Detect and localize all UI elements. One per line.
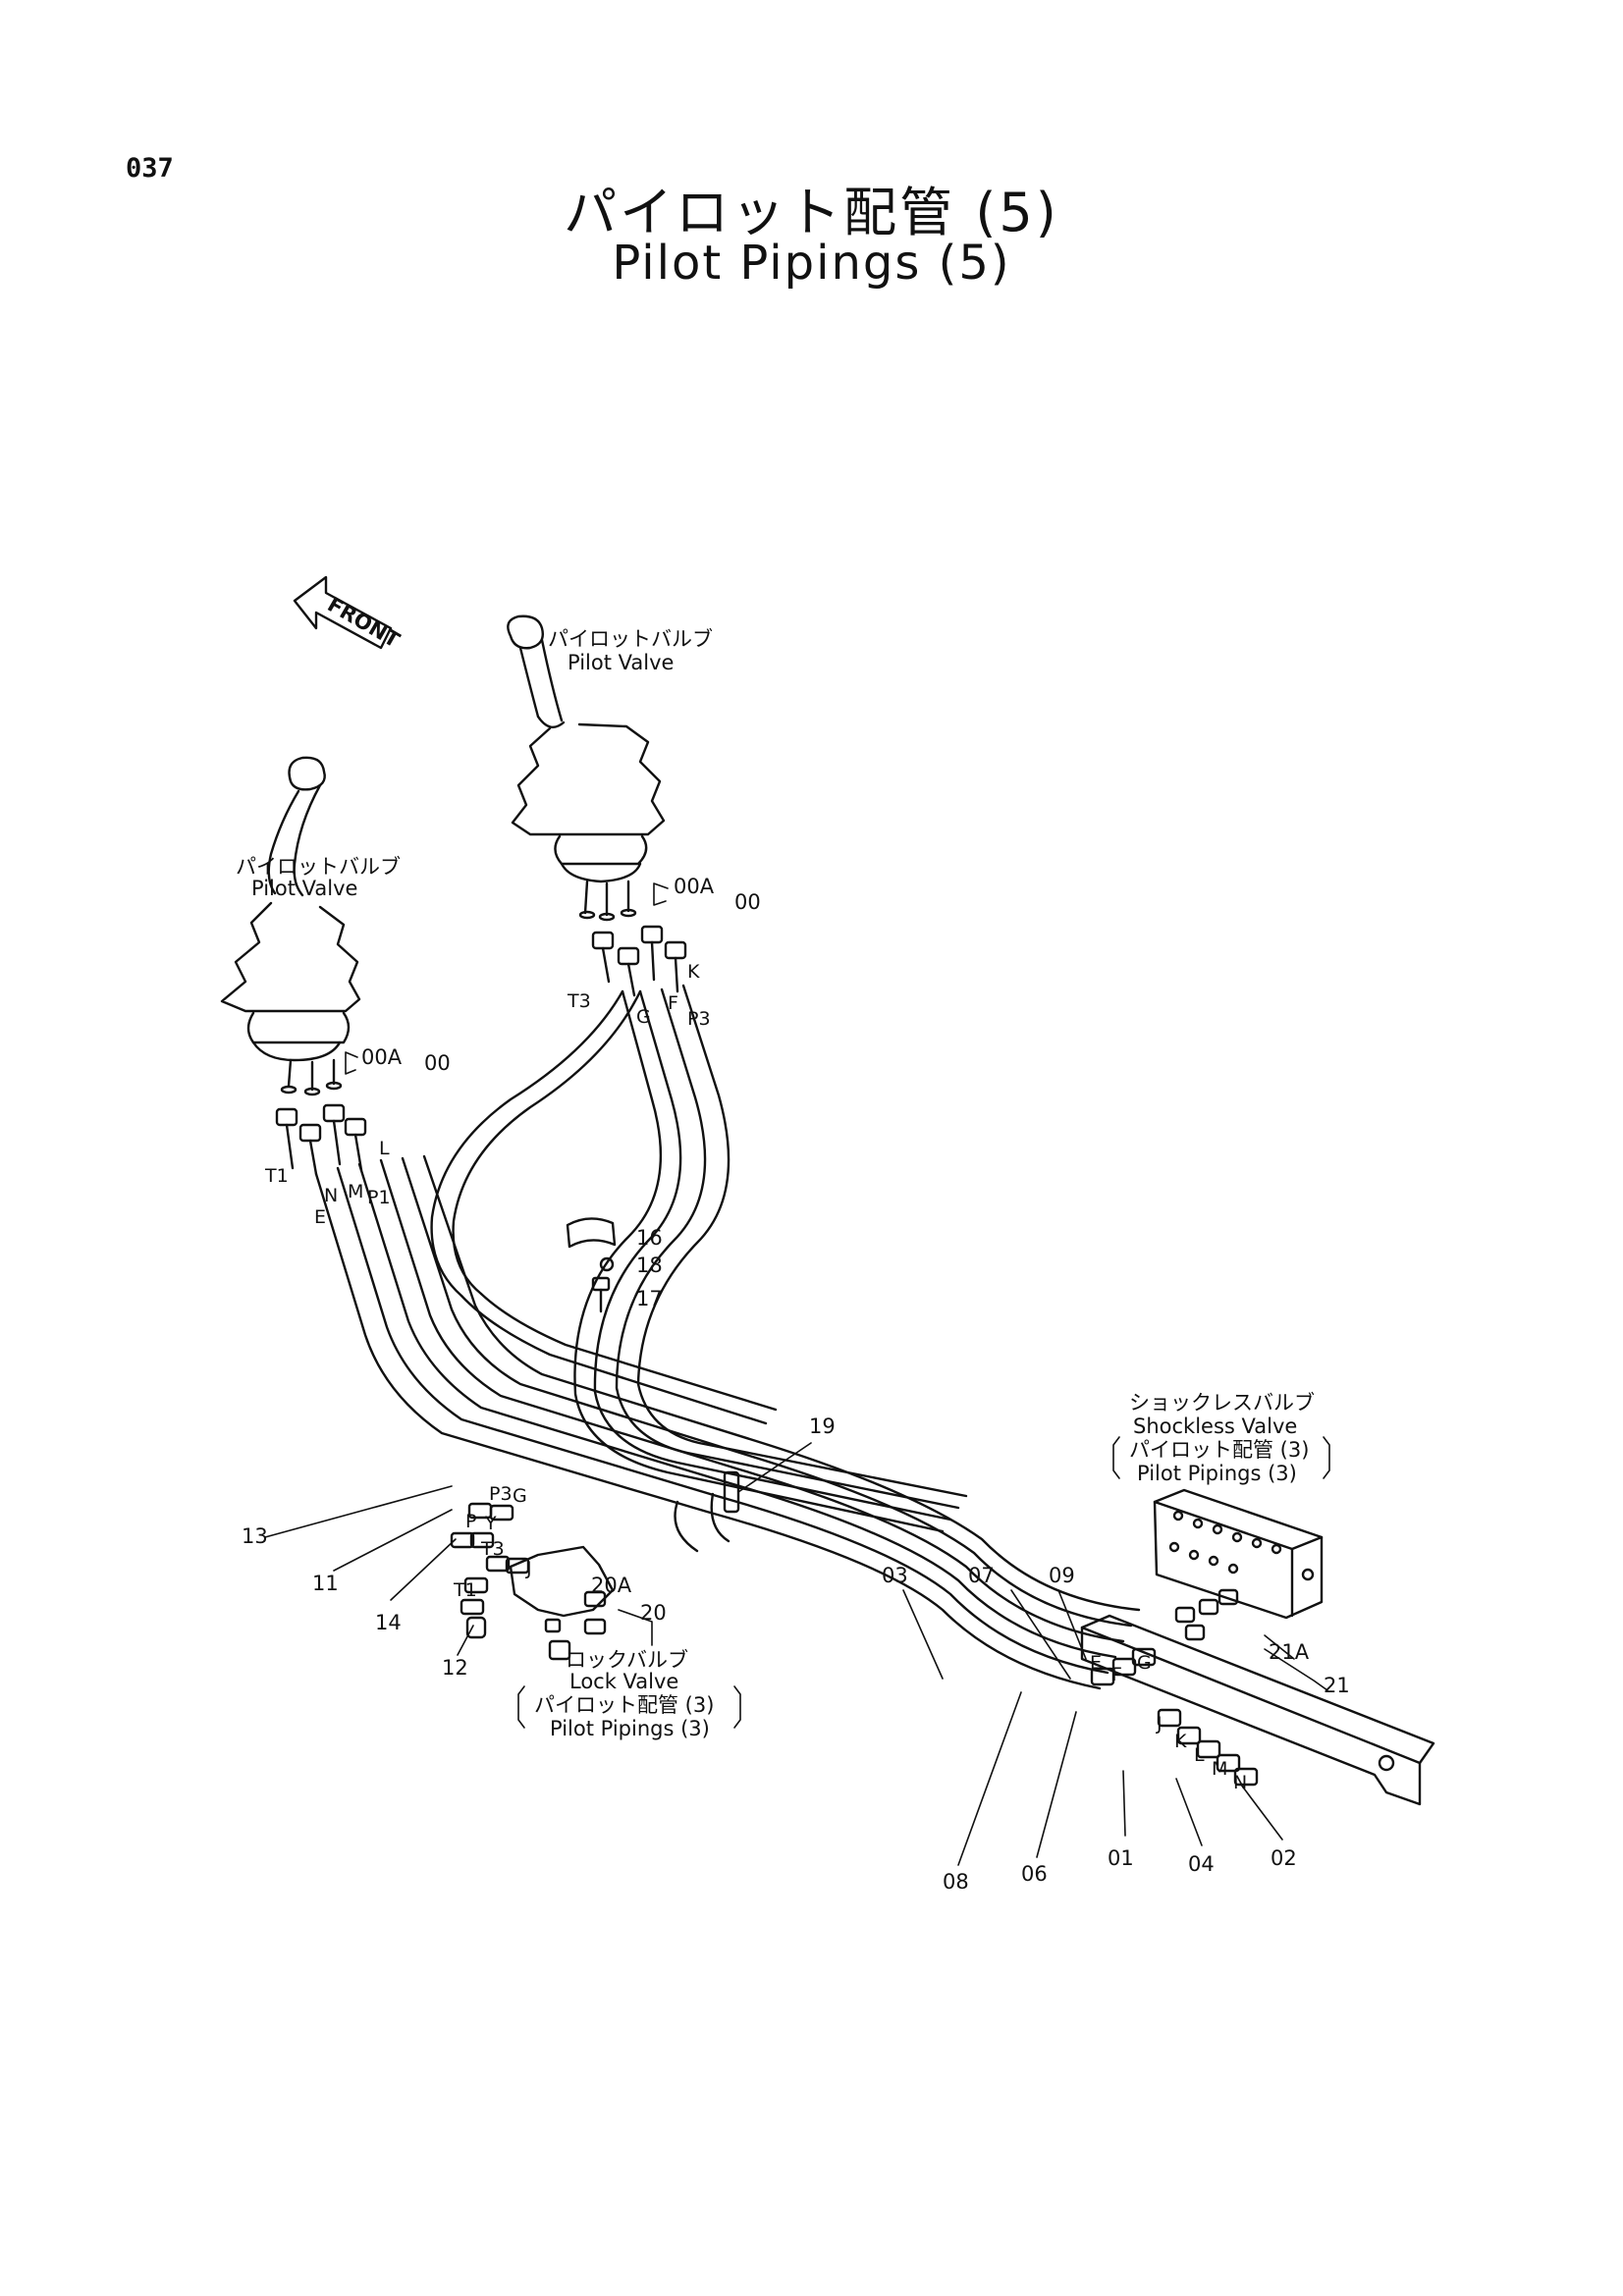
port-label: P — [465, 1511, 476, 1532]
port-label: T1 — [453, 1579, 477, 1601]
part-no: 11 — [312, 1572, 339, 1595]
part-numbers: 00A 00 00A 00 16 18 17 19 13 11 14 12 20… — [242, 875, 1350, 1894]
part-no: 00 — [424, 1051, 451, 1075]
part-no: 00A — [674, 875, 715, 898]
svg-text:パイロットバルブ: パイロットバルブ — [236, 855, 401, 879]
part-no: 07 — [968, 1564, 995, 1587]
hose-bundle-left — [314, 1154, 1141, 1690]
port-label: E — [1090, 1652, 1102, 1674]
part-no: 01 — [1108, 1846, 1134, 1870]
part-no: 02 — [1271, 1846, 1297, 1870]
mounting-bracket — [1080, 1614, 1435, 1806]
svg-text:ロックバルブ: ロックバルブ — [566, 1648, 688, 1672]
port-label: J — [525, 1558, 532, 1579]
port-label: N — [324, 1185, 338, 1206]
port-label: M — [348, 1181, 363, 1202]
right-pilot-valve — [507, 614, 687, 997]
svg-text:Pilot Valve: Pilot Valve — [251, 877, 357, 900]
part-no: 18 — [636, 1254, 663, 1277]
hose-bundle-right — [430, 984, 968, 1533]
svg-text:Pilot Pipings (3): Pilot Pipings (3) — [550, 1717, 710, 1740]
svg-text:Lock Valve: Lock Valve — [569, 1670, 678, 1693]
port-label: G — [1137, 1652, 1152, 1674]
port-label: F — [1111, 1664, 1122, 1685]
part-no: 16 — [636, 1226, 663, 1250]
port-label: F — [668, 992, 678, 1014]
part-no: 09 — [1049, 1564, 1075, 1587]
port-label: Y — [484, 1513, 497, 1534]
port-label: L — [379, 1138, 390, 1159]
port-label: T3 — [480, 1538, 505, 1560]
port-label: L — [1194, 1744, 1205, 1766]
port-label: P3 — [687, 1008, 711, 1030]
port-label: J — [1156, 1713, 1163, 1735]
port-label: T3 — [567, 990, 591, 1012]
left-pilot-valve — [220, 756, 367, 1176]
part-no: 13 — [242, 1524, 268, 1548]
part-no: 17 — [636, 1287, 663, 1310]
title-english: Pilot Pipings (5) — [612, 236, 1011, 291]
port-label: G — [636, 1006, 651, 1028]
port-labels: T3 G F K P3 T1 N M L P1 E P3 G P Y T3 J … — [264, 961, 1247, 1793]
part-no: 04 — [1188, 1852, 1215, 1876]
svg-text:ショックレスバルブ: ショックレスバルブ — [1129, 1391, 1315, 1415]
part-no: 14 — [375, 1611, 402, 1634]
callout-pilot-valve-left: パイロットバルブ Pilot Valve — [236, 855, 401, 900]
part-no: 19 — [809, 1415, 836, 1438]
callout-lock-valve: ロックバルブ Lock Valve パイロット配管 (3) Pilot Pipi… — [534, 1648, 714, 1740]
svg-text:Pilot Valve: Pilot Valve — [568, 651, 674, 674]
lock-valve — [450, 1502, 615, 1661]
port-label: P1 — [367, 1187, 391, 1208]
part-no: 03 — [882, 1564, 908, 1587]
part-no: 20 — [640, 1601, 667, 1625]
port-label: E — [314, 1206, 326, 1228]
svg-text:Pilot Pipings (3): Pilot Pipings (3) — [1137, 1462, 1297, 1485]
part-no: 00A — [361, 1045, 403, 1069]
port-label: K — [1174, 1731, 1187, 1752]
svg-text:Shockless Valve: Shockless Valve — [1133, 1415, 1297, 1438]
callout-shockless-valve: ショックレスバルブ Shockless Valve パイロット配管 (3) Pi… — [1129, 1391, 1315, 1485]
part-no: 08 — [943, 1870, 969, 1894]
callout-pilot-valve-right: パイロットバルブ Pilot Valve — [548, 627, 713, 674]
port-label: N — [1233, 1772, 1247, 1793]
page-number: 037 — [126, 153, 174, 184]
part-no: 06 — [1021, 1862, 1048, 1886]
svg-text:パイロット配管 (3): パイロット配管 (3) — [534, 1693, 714, 1717]
part-no: 00 — [734, 890, 761, 914]
part-no: 12 — [442, 1656, 468, 1680]
port-label: P3 — [489, 1483, 513, 1505]
leader-lines — [264, 882, 1330, 1866]
port-label: T1 — [264, 1165, 289, 1187]
port-label: G — [513, 1485, 527, 1507]
front-arrow-icon — [293, 575, 393, 650]
title-japanese: パイロット配管 (5) — [564, 182, 1059, 243]
port-label: M — [1212, 1758, 1227, 1780]
svg-text:パイロットバルブ: パイロットバルブ — [548, 627, 713, 651]
part-no: 20A — [591, 1574, 632, 1597]
shockless-valve — [1153, 1488, 1324, 1641]
part-no: 21 — [1324, 1674, 1350, 1697]
port-label: K — [687, 961, 700, 983]
svg-text:パイロット配管 (3): パイロット配管 (3) — [1129, 1438, 1309, 1462]
part-no: 21A — [1269, 1640, 1310, 1664]
clamp-16 — [566, 1217, 617, 1313]
